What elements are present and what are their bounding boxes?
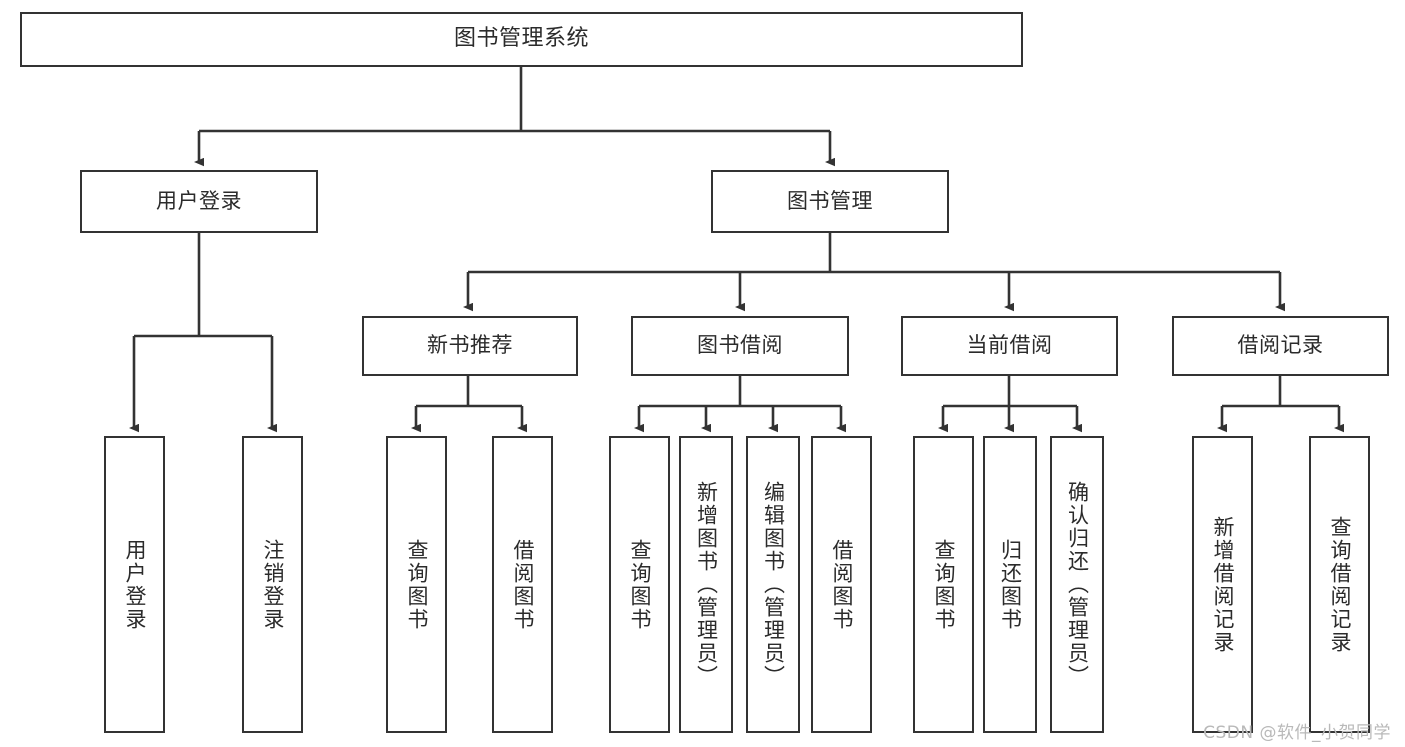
node-label: 借阅记录 xyxy=(1237,333,1324,358)
node-borrow-record[interactable]: 借阅记录 xyxy=(1172,316,1389,376)
node-label: 查询借阅记录 xyxy=(1327,515,1352,654)
node-label: 当前借阅 xyxy=(966,333,1053,358)
leaf-new-book-query[interactable]: 查询图书 xyxy=(386,436,447,733)
node-label: 新书推荐 xyxy=(427,333,513,358)
node-label: 确认归还（管理员） xyxy=(1065,481,1090,688)
node-user-login[interactable]: 用户登录 xyxy=(80,170,318,233)
node-label: 新增借阅记录 xyxy=(1210,515,1235,654)
leaf-new-book-borrow[interactable]: 借阅图书 xyxy=(492,436,553,733)
node-label: 图书借阅 xyxy=(697,333,783,358)
leaf-borrow-add-book-admin[interactable]: 新增图书（管理员） xyxy=(679,436,733,733)
node-label: 查询图书 xyxy=(931,538,956,631)
node-label: 查询图书 xyxy=(627,538,652,631)
leaf-current-query-book[interactable]: 查询图书 xyxy=(913,436,974,733)
node-label: 借阅图书 xyxy=(829,538,854,631)
node-current-borrow[interactable]: 当前借阅 xyxy=(901,316,1118,376)
node-label: 借阅图书 xyxy=(510,538,535,631)
leaf-user-login-login[interactable]: 用户登录 xyxy=(104,436,165,733)
node-label: 查询图书 xyxy=(404,538,429,631)
node-label: 编辑图书（管理员） xyxy=(761,481,786,688)
leaf-borrow-borrow-book[interactable]: 借阅图书 xyxy=(811,436,872,733)
leaf-borrow-edit-book-admin[interactable]: 编辑图书（管理员） xyxy=(746,436,800,733)
node-label: 归还图书 xyxy=(998,538,1023,631)
leaf-record-add-record[interactable]: 新增借阅记录 xyxy=(1192,436,1253,733)
node-book-borrow[interactable]: 图书借阅 xyxy=(631,316,849,376)
node-new-book-recommend[interactable]: 新书推荐 xyxy=(362,316,578,376)
node-book-management[interactable]: 图书管理 xyxy=(711,170,949,233)
leaf-borrow-query-book[interactable]: 查询图书 xyxy=(609,436,670,733)
node-label: 图书管理系统 xyxy=(453,26,589,52)
leaf-user-login-logout[interactable]: 注销登录 xyxy=(242,436,303,733)
node-label: 用户登录 xyxy=(122,538,147,631)
csdn-watermark: CSDN @软件_小贺同学 xyxy=(1203,723,1391,743)
node-label: 注销登录 xyxy=(260,538,285,631)
node-label: 图书管理 xyxy=(787,188,873,213)
node-label: 新增图书（管理员） xyxy=(694,481,719,688)
node-root-system[interactable]: 图书管理系统 xyxy=(20,12,1023,67)
node-label: 用户登录 xyxy=(156,188,242,213)
leaf-record-query-record[interactable]: 查询借阅记录 xyxy=(1309,436,1370,733)
leaf-current-return-book[interactable]: 归还图书 xyxy=(983,436,1037,733)
leaf-current-confirm-return-admin[interactable]: 确认归还（管理员） xyxy=(1050,436,1104,733)
